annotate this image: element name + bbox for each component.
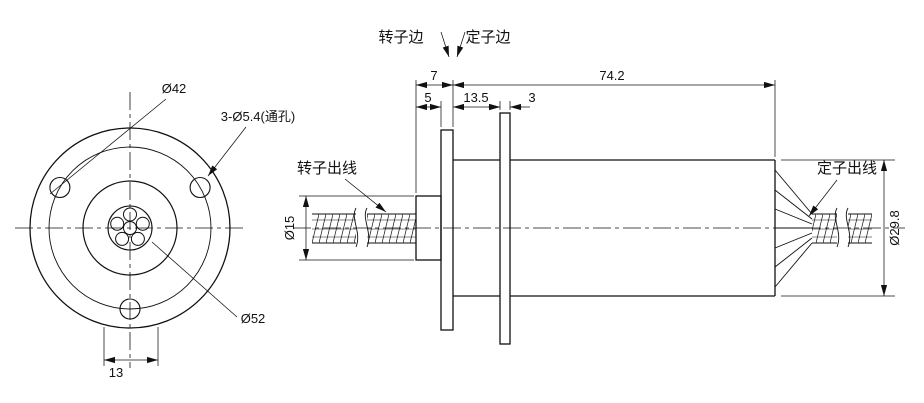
mount-hole-upper-right: [189, 176, 211, 199]
break-line: [845, 207, 851, 248]
mount-holes-label: 3-Ø5.4(通孔): [221, 109, 295, 124]
hole-leader: [207, 126, 247, 177]
flange-dia-label: Ø52: [241, 311, 266, 326]
body-dia-label: Ø29.8: [887, 210, 902, 245]
dim-5-label: 5: [424, 90, 431, 105]
front-view: [29, 98, 247, 366]
wire-cluster: [110, 207, 150, 246]
dim-13-5-label: 13.5: [463, 90, 488, 105]
side-split-arrows: [440, 31, 466, 58]
mount-hole-upper-left: [49, 176, 71, 199]
break-line: [834, 207, 840, 248]
mount-hole-bottom: [119, 298, 141, 320]
offset-dim-label: 13: [109, 365, 123, 380]
shaft-dia-label: Ø15: [282, 216, 297, 241]
side-view: [312, 112, 872, 345]
stator-side-label: 定子边: [465, 29, 510, 46]
body-circle: [82, 180, 178, 276]
side-view-dimensions: [299, 31, 895, 297]
dim-74-label: 74.2: [599, 68, 624, 83]
wire-boss-circle: [107, 205, 153, 251]
dim-7-label: 7: [430, 68, 437, 83]
rotor-leads-label: 转子出线: [297, 160, 357, 177]
front-view-leaders: [49, 98, 247, 318]
rotor-cover-flange: [440, 129, 454, 331]
bolt-circle-leader: [49, 98, 167, 195]
stator-wire-fan: [774, 169, 813, 288]
rotor-wire-bundle: [312, 207, 416, 248]
dim-3-label: 3: [528, 90, 535, 105]
stator-wire-bundle: [812, 207, 872, 248]
mounting-holes: [49, 176, 211, 320]
rotor-side-label: 转子边: [378, 29, 423, 46]
break-line: [364, 207, 370, 248]
bolt-circle: [48, 146, 212, 310]
front-dim-13: [103, 327, 159, 366]
break-line: [353, 207, 359, 248]
rotor-leads-leader: [344, 178, 387, 213]
stator-leads-leader: [808, 179, 838, 217]
bolt-circle-dia-label: Ø42: [162, 81, 187, 96]
stator-leads-label: 定子出线: [817, 160, 877, 177]
labels: Ø42 3-Ø5.4(通孔) Ø52 13 转子边 定子边 7 74.2 5 1…: [109, 29, 902, 380]
flange-dia-leader: [151, 241, 238, 318]
mounting-flange-disc: [499, 112, 511, 345]
